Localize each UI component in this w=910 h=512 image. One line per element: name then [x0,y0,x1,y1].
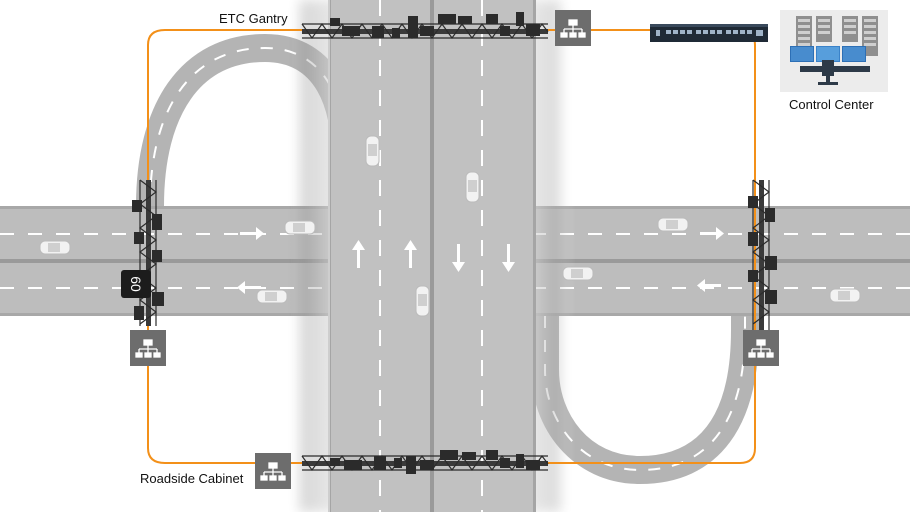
roadside-cabinet-bottom [255,453,291,489]
speed-sign-value: 60 [128,276,144,292]
arrow-icon [237,281,261,294]
control-center [780,10,888,92]
network-switch-icon [560,19,586,38]
rack-switch [650,24,768,42]
arrow-icon [700,227,724,240]
network-switch-icon [135,339,161,358]
arrow-icon [452,244,465,272]
monitor-wall-icon [790,46,866,62]
etc-gantry-right [748,179,777,330]
cars [39,135,861,317]
control-center-label: Control Center [789,97,874,112]
arrow-icon [404,240,417,268]
etc-gantry-bottom [301,450,549,474]
car-icon [256,289,288,304]
roadside-cabinet-left [130,330,166,366]
roadside-cabinet-label: Roadside Cabinet [140,471,244,486]
roadside-cabinet-top [555,10,591,46]
etc-gantry-left [132,179,164,326]
arrow-icon [240,227,264,240]
car-icon [829,288,861,303]
network-switch-icon [748,339,774,358]
car-icon [562,266,594,281]
car-icon [39,240,71,255]
network-switch-icon [260,462,286,481]
vertical-highway [300,0,560,512]
operator-desk-icon [800,60,870,85]
arrow-icon [352,240,365,268]
car-icon [415,285,430,317]
car-icon [657,217,689,232]
arrow-icon [502,244,515,272]
etc-gantry-top [301,12,549,40]
car-icon [465,171,480,203]
arrow-icon [697,279,721,292]
roadside-cabinet-right [743,330,779,366]
car-icon [365,135,380,167]
speed-sign-icon [121,270,151,298]
direction-arrows [237,227,724,294]
etc-gantry-label: ETC Gantry [219,11,288,26]
car-icon [284,220,316,235]
